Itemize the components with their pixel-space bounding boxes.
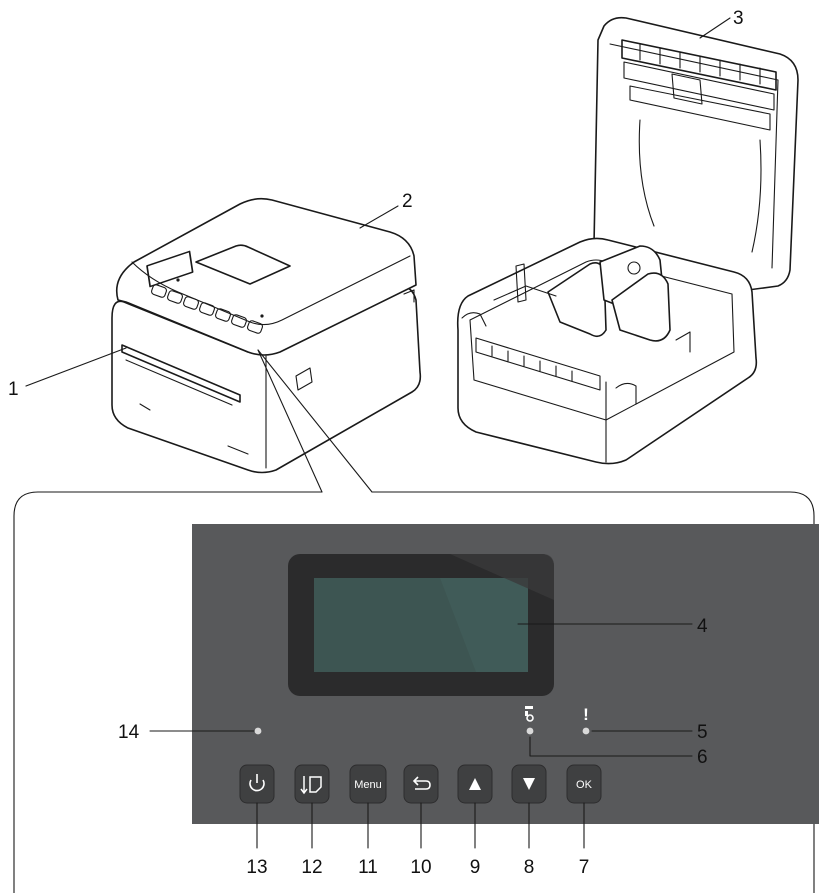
printer-open-illustration <box>456 16 799 465</box>
back-button[interactable] <box>403 764 439 804</box>
callout-labels: 1 2 3 4 5 6 14 13 12 11 10 9 8 7 <box>8 8 744 878</box>
power-icon <box>249 774 265 792</box>
callout-2: 2 <box>402 191 413 212</box>
status-led <box>582 727 590 735</box>
wireless-symbol-icon <box>525 706 534 722</box>
callout-6: 6 <box>697 747 708 768</box>
down-button[interactable] <box>511 764 547 804</box>
callout-14: 14 <box>118 722 140 743</box>
callout-3: 3 <box>733 8 744 29</box>
callout-1: 1 <box>8 379 19 400</box>
zoom-frame <box>13 491 815 893</box>
menu-button[interactable]: Menu <box>349 764 387 804</box>
power-led <box>254 727 262 735</box>
status-symbol: ! <box>583 705 589 724</box>
callout-leader-lines <box>25 17 731 493</box>
back-icon <box>412 776 431 790</box>
ok-button[interactable]: OK <box>566 764 602 804</box>
panel-callout-leaders <box>149 623 693 849</box>
callout-10: 10 <box>410 857 431 878</box>
control-panel: ! Menu <box>192 524 819 824</box>
up-arrow-icon <box>469 778 481 790</box>
feed-icon <box>300 776 322 795</box>
callout-7: 7 <box>579 857 590 878</box>
wireless-led <box>526 727 534 735</box>
callout-13: 13 <box>246 857 267 878</box>
callout-9: 9 <box>470 857 481 878</box>
callout-8: 8 <box>524 857 535 878</box>
down-arrow-icon <box>523 778 535 790</box>
callout-5: 5 <box>697 722 708 743</box>
callout-11: 11 <box>358 857 378 878</box>
button-feed[interactable] <box>294 764 330 804</box>
callout-4: 4 <box>697 616 708 637</box>
up-button[interactable] <box>457 764 493 804</box>
printer-closed-illustration <box>111 197 422 474</box>
ok-button-label: OK <box>576 779 593 791</box>
callout-12: 12 <box>301 857 322 878</box>
button-power[interactable] <box>239 764 275 804</box>
menu-button-label: Menu <box>354 779 382 791</box>
